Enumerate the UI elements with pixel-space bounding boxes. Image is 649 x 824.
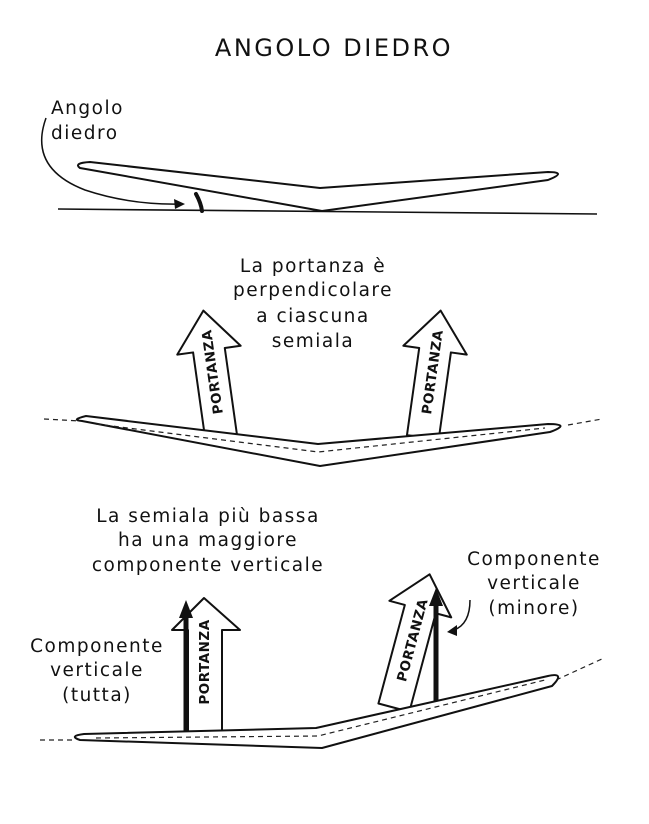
right-lift-arrow: PORTANZA <box>402 309 468 441</box>
left-component-label-line3: (tutta) <box>62 685 132 706</box>
vertical-component-section: La semiala più bassa ha una maggiore com… <box>30 506 605 749</box>
diagram-title: ANGOLO DIEDRO <box>215 34 453 62</box>
dihedral-wing-section: Angolo diedro <box>41 98 598 215</box>
component-caption-line2: ha una maggiore <box>118 530 298 551</box>
horizon-reference-line <box>57 208 598 215</box>
left-banked-lift-arrow: PORTANZA <box>171 597 241 741</box>
right-component-label-line2: verticale <box>487 573 581 594</box>
lift-caption-line3: a ciascuna <box>256 306 369 327</box>
level-wing-outline <box>75 415 562 467</box>
left-vertical-component-arrowhead <box>179 600 193 618</box>
angle-label-line2: diedro <box>51 123 119 144</box>
right-banked-chord-extension <box>555 657 605 681</box>
banked-wing-outline <box>73 674 559 749</box>
lift-caption-line4: semiala <box>272 331 355 352</box>
left-component-label-line2: verticale <box>50 660 144 681</box>
right-vertical-component-arrowhead <box>429 588 443 606</box>
angle-pointer-curve <box>41 117 181 205</box>
left-component-label-line1: Componente <box>30 636 164 657</box>
angle-label-line1: Angolo <box>51 98 124 119</box>
dihedral-wing-outline <box>77 161 559 212</box>
banked-wing-chord-line <box>95 679 546 739</box>
right-label-pointer-arrowhead <box>447 625 457 636</box>
right-wing-chord-extension <box>567 418 603 426</box>
left-lift-arrow: PORTANZA <box>176 309 242 441</box>
lift-perpendicular-section: La portanza è perpendicolare a ciascuna … <box>43 256 603 467</box>
component-caption-line1: La semiala più bassa <box>96 506 320 527</box>
right-component-label-line1: Componente <box>467 549 601 570</box>
lift-caption-line2: perpendicolare <box>233 280 393 301</box>
lift-caption-line1: La portanza è <box>240 256 386 277</box>
dihedral-angle-arc <box>194 192 204 213</box>
left-banked-lift-label: PORTANZA <box>197 619 213 704</box>
left-wing-chord-extension <box>43 418 81 422</box>
level-wing-chord-line <box>95 423 546 453</box>
right-component-label-line3: (minore) <box>488 598 579 619</box>
component-caption-line3: componente verticale <box>92 555 324 576</box>
angle-pointer-arrowhead <box>174 199 185 209</box>
right-banked-lift-arrow: PORTANZA <box>377 573 453 713</box>
